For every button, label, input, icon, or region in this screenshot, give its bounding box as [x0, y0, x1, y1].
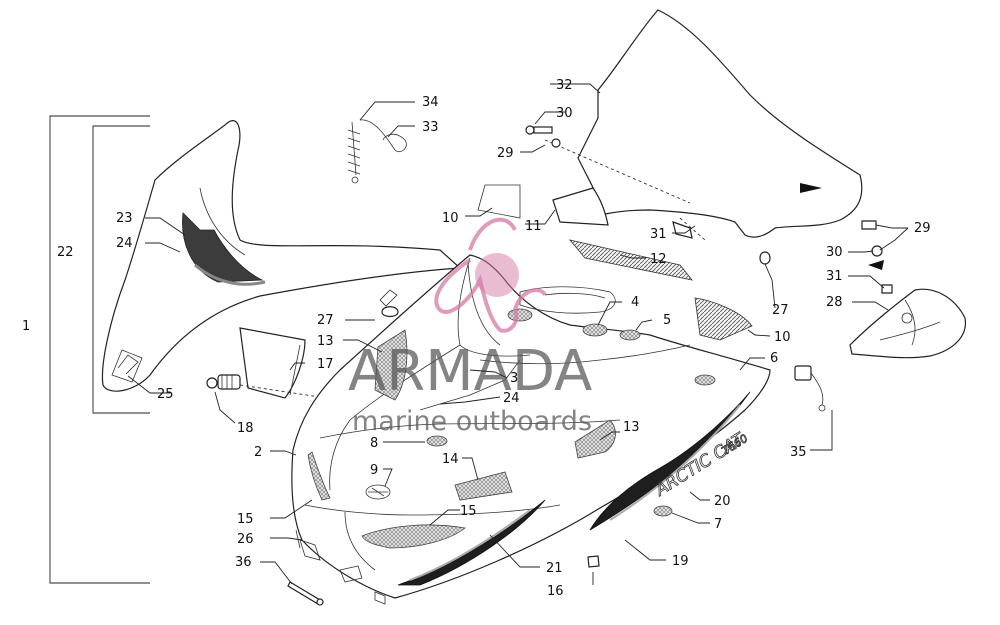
decal-11 [552, 187, 609, 226]
upper-side-panel [101, 120, 462, 392]
callout: 36 [235, 555, 252, 570]
callout: 30 [826, 245, 843, 260]
pin-36 [287, 581, 324, 606]
callout: 9 [370, 463, 378, 478]
callout: 24 [116, 236, 133, 251]
callout: 8 [370, 436, 378, 451]
callout: 19 [672, 554, 689, 569]
decal-10-center [477, 184, 521, 219]
windshield-well-nut [672, 221, 693, 239]
callout: 28 [826, 295, 843, 310]
callout-labels: 1 22 23 24 25 34 33 27 13 17 18 2 10 11 … [22, 78, 931, 599]
mesh-decal-15-left [307, 451, 331, 501]
emblem-4-left [507, 308, 533, 322]
callout: 27 [317, 313, 334, 328]
emblem-8 [426, 435, 448, 447]
callout: 18 [237, 421, 254, 436]
callout: 31 [826, 269, 843, 284]
vent-grill-12 [568, 239, 694, 281]
callout: 22 [57, 245, 74, 260]
spring-and-hairpin [347, 119, 407, 184]
upper-panel-decal-24 [182, 212, 264, 283]
callout: 32 [556, 78, 573, 93]
callout: 21 [546, 561, 563, 576]
mirror-hardware [861, 220, 893, 294]
pad-27-right [759, 251, 771, 265]
clip-16 [587, 555, 600, 568]
callout: 4 [631, 295, 639, 310]
side-stripe-decal-19 [589, 391, 751, 531]
callout: 5 [663, 313, 671, 328]
callout: 3 [510, 371, 518, 386]
bracket-assembly-1 [49, 115, 150, 584]
callout: 15 [237, 512, 254, 527]
decal-10-right [694, 297, 753, 341]
callout: 29 [497, 146, 514, 161]
emblem-4 [582, 323, 608, 337]
callout: 33 [422, 120, 439, 135]
callout: 7 [714, 517, 722, 532]
windshield [577, 9, 863, 238]
mesh-decal-14 [454, 471, 513, 501]
callout: 10 [442, 211, 459, 226]
callout: 26 [237, 532, 254, 547]
push-fastener [206, 374, 241, 390]
callout: 16 [547, 584, 564, 599]
mesh-decal-13-right [574, 419, 616, 459]
emblem-6 [694, 374, 716, 386]
callout: 1 [22, 319, 30, 334]
cover-panel-17 [239, 327, 306, 399]
emblem-7 [653, 505, 673, 517]
watermark-subtitle: marine outboards [352, 406, 592, 437]
callout: 29 [914, 221, 931, 236]
callout: 11 [525, 219, 542, 234]
harness-35 [794, 365, 826, 412]
pad-27-left [381, 306, 399, 318]
callout: 23 [116, 211, 133, 226]
watermark-title: ARMADA [348, 339, 592, 404]
watermark-logo [434, 258, 547, 333]
callout: 14 [442, 452, 459, 467]
windshield-logo-mark [800, 183, 822, 193]
callout: 24 [503, 391, 520, 406]
callout: 2 [254, 445, 262, 460]
mirror-assembly-28 [849, 288, 966, 359]
callout: 13 [623, 420, 640, 435]
mesh-decal-15-lower [361, 524, 466, 549]
callout: 20 [714, 494, 731, 509]
callout: 35 [790, 445, 807, 460]
callout: 34 [422, 95, 439, 110]
callout: 12 [650, 252, 667, 267]
mesh-decal-13-left [374, 329, 408, 401]
windshield-screw [525, 125, 561, 148]
emblem-9 [365, 484, 391, 500]
callout: 25 [157, 387, 174, 402]
callout: 15 [460, 504, 477, 519]
callout: 27 [772, 303, 789, 318]
callout: 30 [556, 106, 573, 121]
leader-lines [127, 83, 909, 585]
callout: 6 [770, 351, 778, 366]
callout: 17 [317, 357, 334, 372]
callout: 10 [774, 330, 791, 345]
bracket-assembly-22 [92, 125, 150, 414]
watermark: ARMADA marine outboards [348, 217, 592, 437]
emblem-5 [619, 329, 641, 341]
callout: 31 [650, 227, 667, 242]
callout: 13 [317, 334, 334, 349]
